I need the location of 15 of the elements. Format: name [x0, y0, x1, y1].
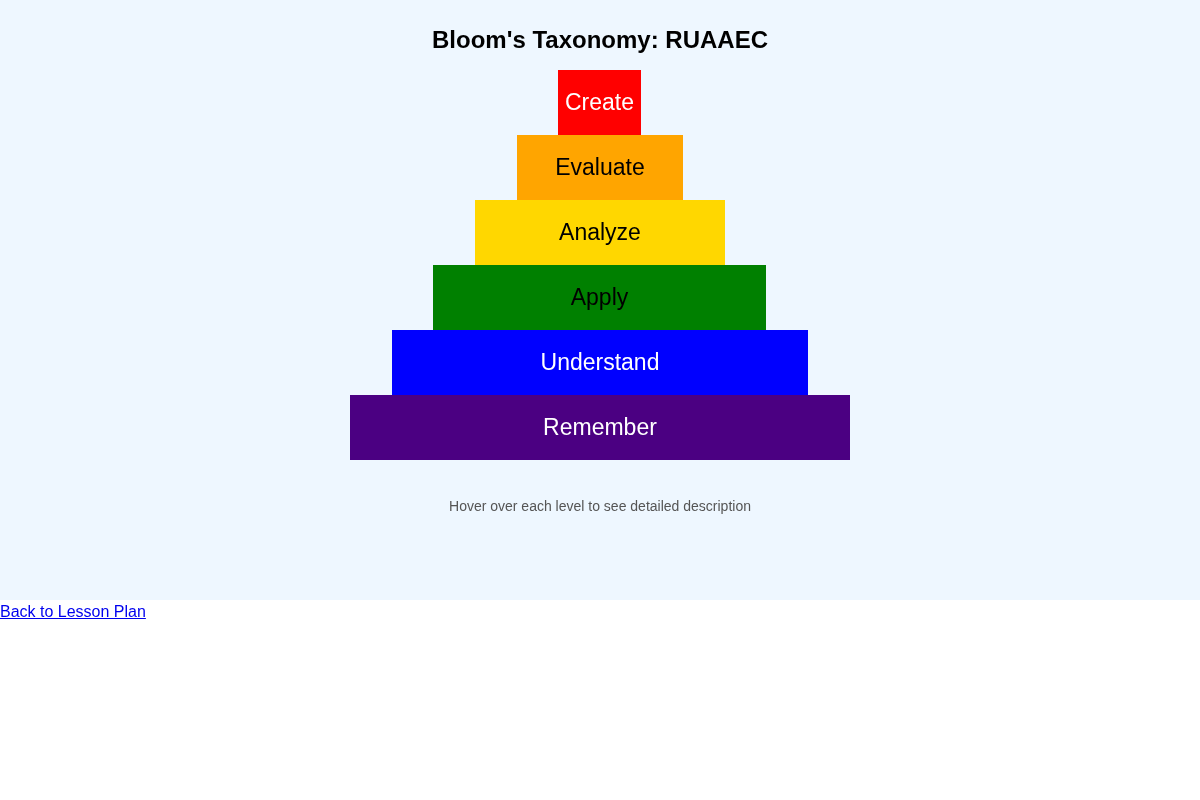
hint-text: Hover over each level to see detailed description — [448, 498, 752, 514]
pyramid-level — [433, 265, 766, 330]
level-label: Evaluate — [555, 154, 645, 181]
pyramid-level — [350, 395, 850, 460]
level-label: Understand — [540, 349, 660, 376]
back-link: Back to Lesson Plan — [0, 603, 146, 621]
level-label: Analyze — [559, 219, 641, 246]
level-label: Create — [564, 89, 634, 116]
pyramid-level — [475, 200, 725, 265]
pyramid-level — [558, 70, 641, 135]
pyramid-level — [392, 330, 808, 395]
diagram-title: Bloom's Taxonomy: RUAAEC — [431, 26, 769, 54]
level-label: Remember — [543, 414, 657, 441]
pyramid-level — [517, 135, 683, 200]
level-label: Apply — [570, 284, 629, 311]
